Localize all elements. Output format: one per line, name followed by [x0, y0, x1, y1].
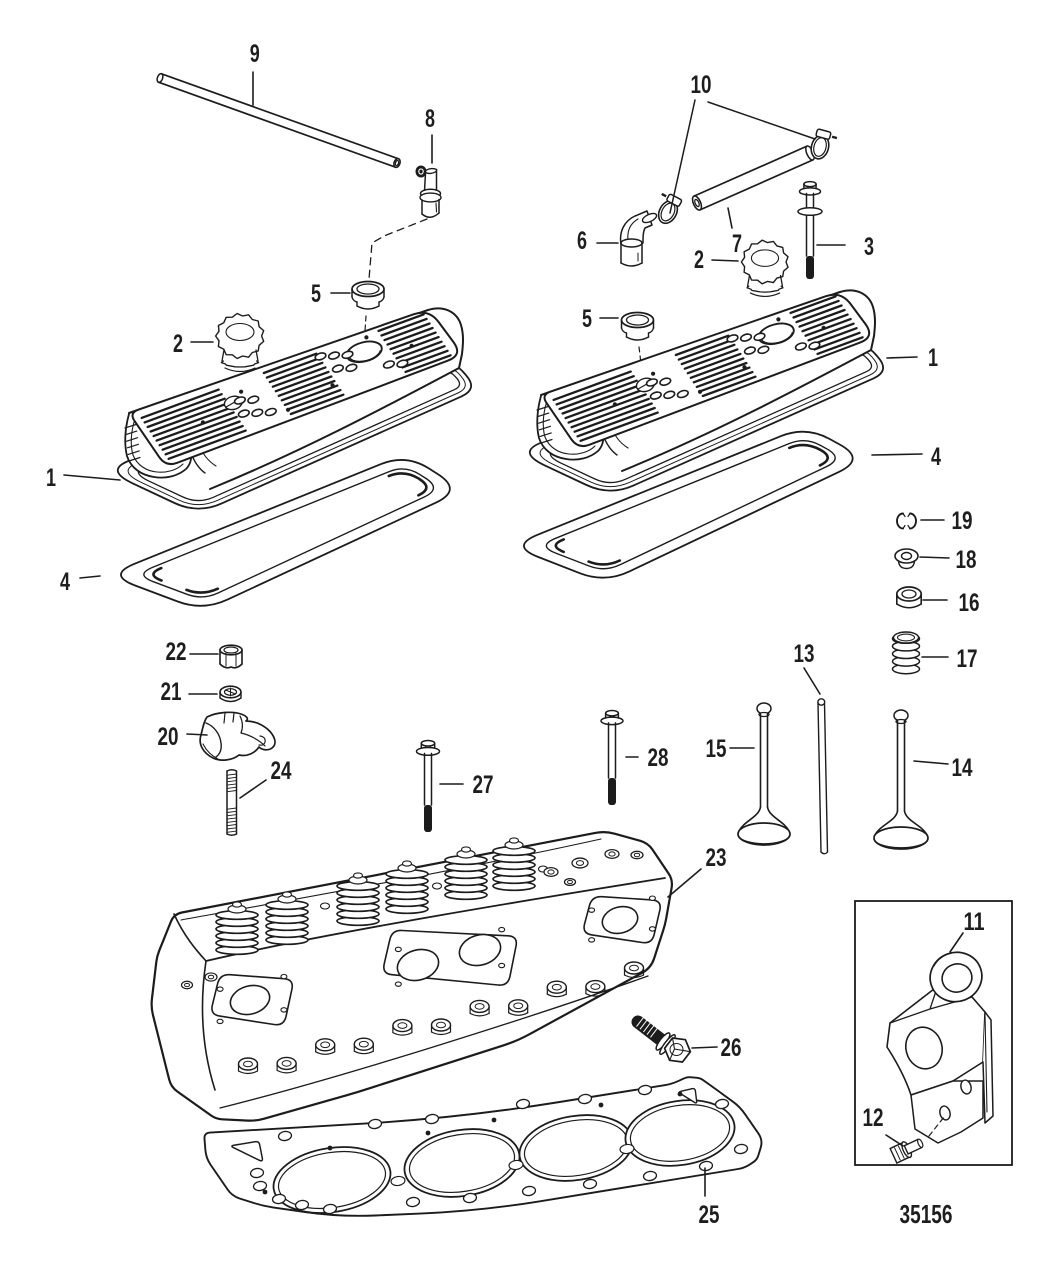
- svg-text:9: 9: [250, 40, 260, 68]
- svg-text:21: 21: [161, 678, 182, 706]
- svg-text:5: 5: [582, 305, 592, 333]
- svg-text:1: 1: [928, 344, 938, 372]
- svg-text:28: 28: [648, 744, 669, 772]
- svg-text:25: 25: [699, 1201, 720, 1229]
- svg-text:12: 12: [863, 1104, 884, 1132]
- svg-text:18: 18: [956, 546, 977, 574]
- svg-text:1: 1: [46, 464, 56, 492]
- svg-text:10: 10: [691, 71, 712, 99]
- svg-text:35156: 35156: [900, 1199, 953, 1229]
- svg-text:13: 13: [794, 640, 815, 668]
- svg-text:7: 7: [732, 230, 742, 258]
- svg-text:26: 26: [721, 1034, 742, 1062]
- svg-text:20: 20: [158, 723, 179, 751]
- svg-text:2: 2: [694, 246, 704, 274]
- svg-text:16: 16: [959, 589, 980, 617]
- svg-text:17: 17: [957, 645, 978, 673]
- svg-text:5: 5: [311, 280, 321, 308]
- svg-text:8: 8: [425, 105, 435, 133]
- svg-text:6: 6: [577, 227, 587, 255]
- svg-text:24: 24: [271, 757, 292, 785]
- svg-text:22: 22: [166, 638, 187, 666]
- svg-text:23: 23: [706, 844, 727, 872]
- svg-text:27: 27: [473, 771, 494, 799]
- svg-text:14: 14: [952, 754, 973, 782]
- svg-text:4: 4: [931, 443, 941, 471]
- svg-text:2: 2: [173, 330, 183, 358]
- svg-text:15: 15: [706, 735, 727, 763]
- svg-text:11: 11: [964, 908, 985, 936]
- svg-text:3: 3: [864, 233, 874, 261]
- svg-text:19: 19: [952, 507, 973, 535]
- svg-text:4: 4: [60, 568, 70, 596]
